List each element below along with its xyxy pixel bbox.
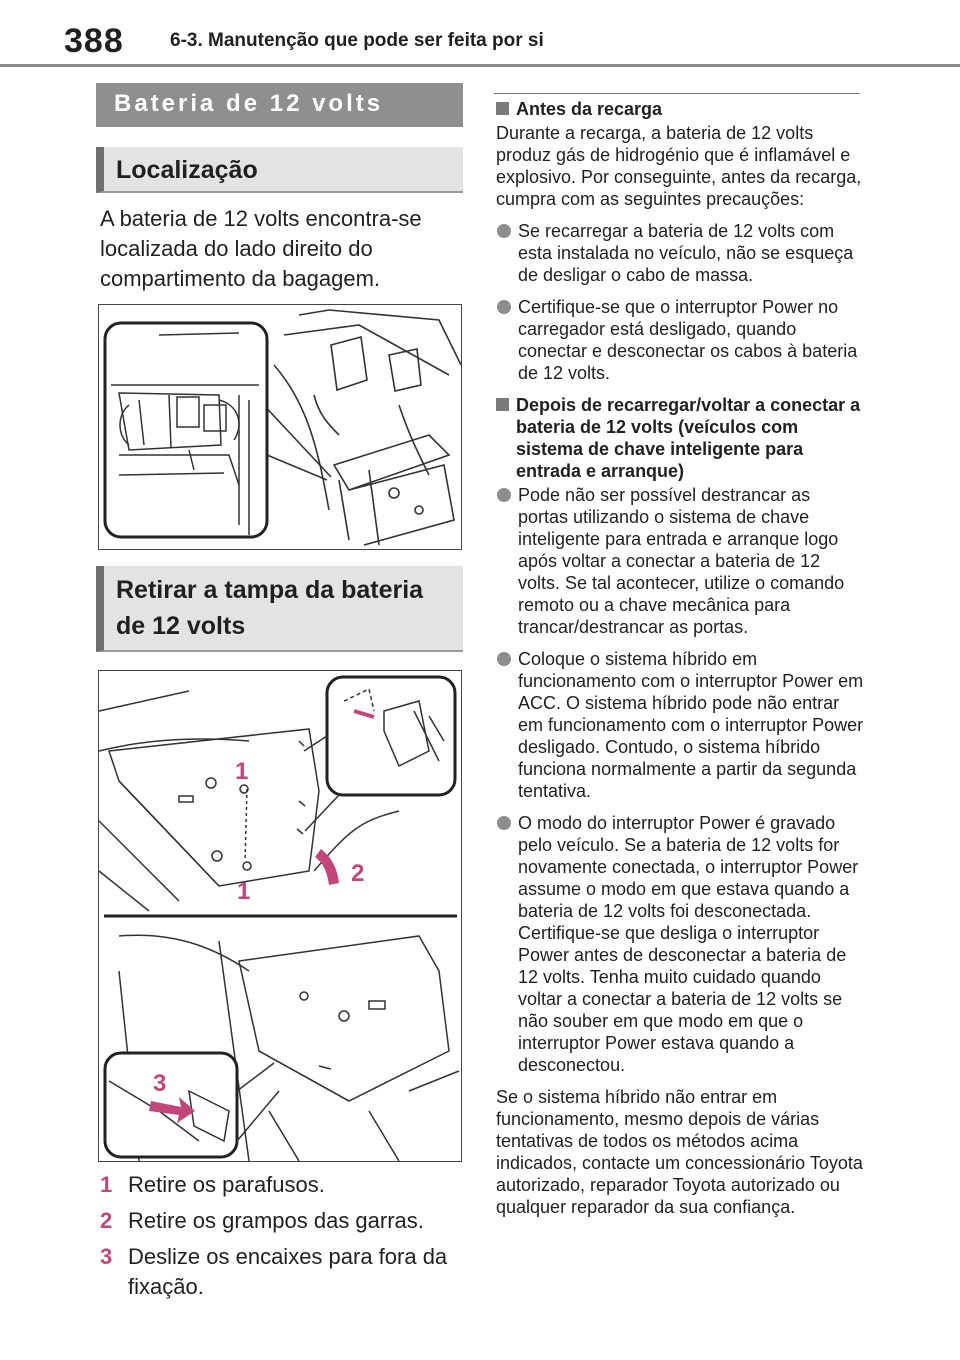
heading-before-charging-text: Antes da recarga	[516, 99, 663, 119]
subheading-location: Localização	[96, 147, 463, 193]
step-number: 3	[100, 1244, 113, 1269]
car-trunk-drawing	[103, 309, 461, 546]
step-number: 2	[100, 1208, 113, 1233]
heading-after-recharge: Depois de recarregar/voltar a conectar a…	[496, 394, 864, 482]
square-bullet-icon	[496, 102, 509, 115]
bullet-item: O modo do interruptor Power é gravado pe…	[496, 812, 864, 1076]
step-text: Retire os parafusos.	[128, 1172, 325, 1197]
bullet-item: Certifique-se que o interruptor Power no…	[496, 296, 864, 384]
step-text: Retire os grampos das garras.	[128, 1208, 424, 1233]
location-paragraph: A bateria de 12 volts encontra-se locali…	[100, 206, 422, 291]
cover-removal-illustration: 1 1 2 3	[98, 670, 462, 1162]
round-bullet-icon	[497, 300, 511, 314]
heading-after-recharge-text: Depois de recarregar/voltar a conectar a…	[516, 395, 861, 481]
bullet-text: Se recarregar a bateria de 12 volts com …	[518, 221, 854, 285]
step-item: 1 Retire os parafusos.	[100, 1170, 462, 1200]
round-bullet-icon	[497, 224, 511, 238]
bullet-item: Coloque o sistema híbrido em funcionamen…	[496, 648, 864, 802]
chapter-title: 6-3. Manutenção que pode ser feita por s…	[170, 30, 544, 51]
clip-detail-callout	[325, 675, 457, 797]
page-number: 388	[64, 22, 124, 60]
subheading-remove-cover: Retirar a tampa da bateria de 12 volts	[96, 566, 463, 652]
section-title: Bateria de 12 volts	[114, 90, 384, 117]
closing-paragraph: Se o sistema híbrido não entrar em funci…	[496, 1087, 863, 1217]
round-bullet-icon	[497, 816, 511, 830]
bullet-item: Se recarregar a bateria de 12 volts com …	[496, 220, 864, 286]
unclip-arrow	[315, 849, 339, 885]
bullet-text: Certifique-se que o interruptor Power no…	[518, 297, 858, 383]
round-bullet-icon	[497, 652, 511, 666]
pull-arrow	[353, 709, 375, 719]
bullet-text: Coloque o sistema híbrido em funcionamen…	[518, 649, 864, 801]
battery-location-illustration	[98, 304, 462, 550]
subheading-location-text: Localização	[116, 156, 258, 184]
step-number: 1	[100, 1172, 113, 1197]
subheading-remove-cover-text: Retirar a tampa da bateria de 12 volts	[116, 576, 424, 640]
zoom-callout	[103, 321, 269, 539]
bullet-item: Pode não ser possível destrancar as port…	[496, 484, 864, 638]
right-column-divider	[494, 93, 860, 94]
before-charging-paragraph: Durante a recarga, a bateria de 12 volts…	[496, 123, 862, 209]
callout-label-2: 2	[351, 860, 364, 887]
removal-steps: 1 Retire os parafusos. 2 Retire os gramp…	[100, 1170, 462, 1308]
bullet-text: Pode não ser possível destrancar as port…	[518, 485, 845, 637]
step-item: 3 Deslize os encaixes para fora da fixaç…	[100, 1242, 462, 1302]
section-banner: Bateria de 12 volts	[96, 83, 463, 127]
slide-arrow	[149, 1097, 195, 1123]
callout-label-1-top: 1	[235, 758, 248, 785]
round-bullet-icon	[497, 488, 511, 502]
step-text: Deslize os encaixes para fora da fixação…	[128, 1244, 448, 1299]
bullet-text: O modo do interruptor Power é gravado pe…	[518, 813, 859, 1075]
heading-before-charging: Antes da recarga	[496, 98, 864, 120]
cover-removal-drawing: 1 1 2 3	[99, 675, 460, 1161]
step-item: 2 Retire os grampos das garras.	[100, 1206, 462, 1236]
square-bullet-icon	[496, 398, 509, 411]
header-divider	[0, 64, 960, 67]
callout-label-1-bottom: 1	[237, 878, 250, 905]
right-column: Antes da recarga Durante a recarga, a ba…	[496, 98, 864, 1228]
callout-label-3: 3	[153, 1070, 166, 1097]
